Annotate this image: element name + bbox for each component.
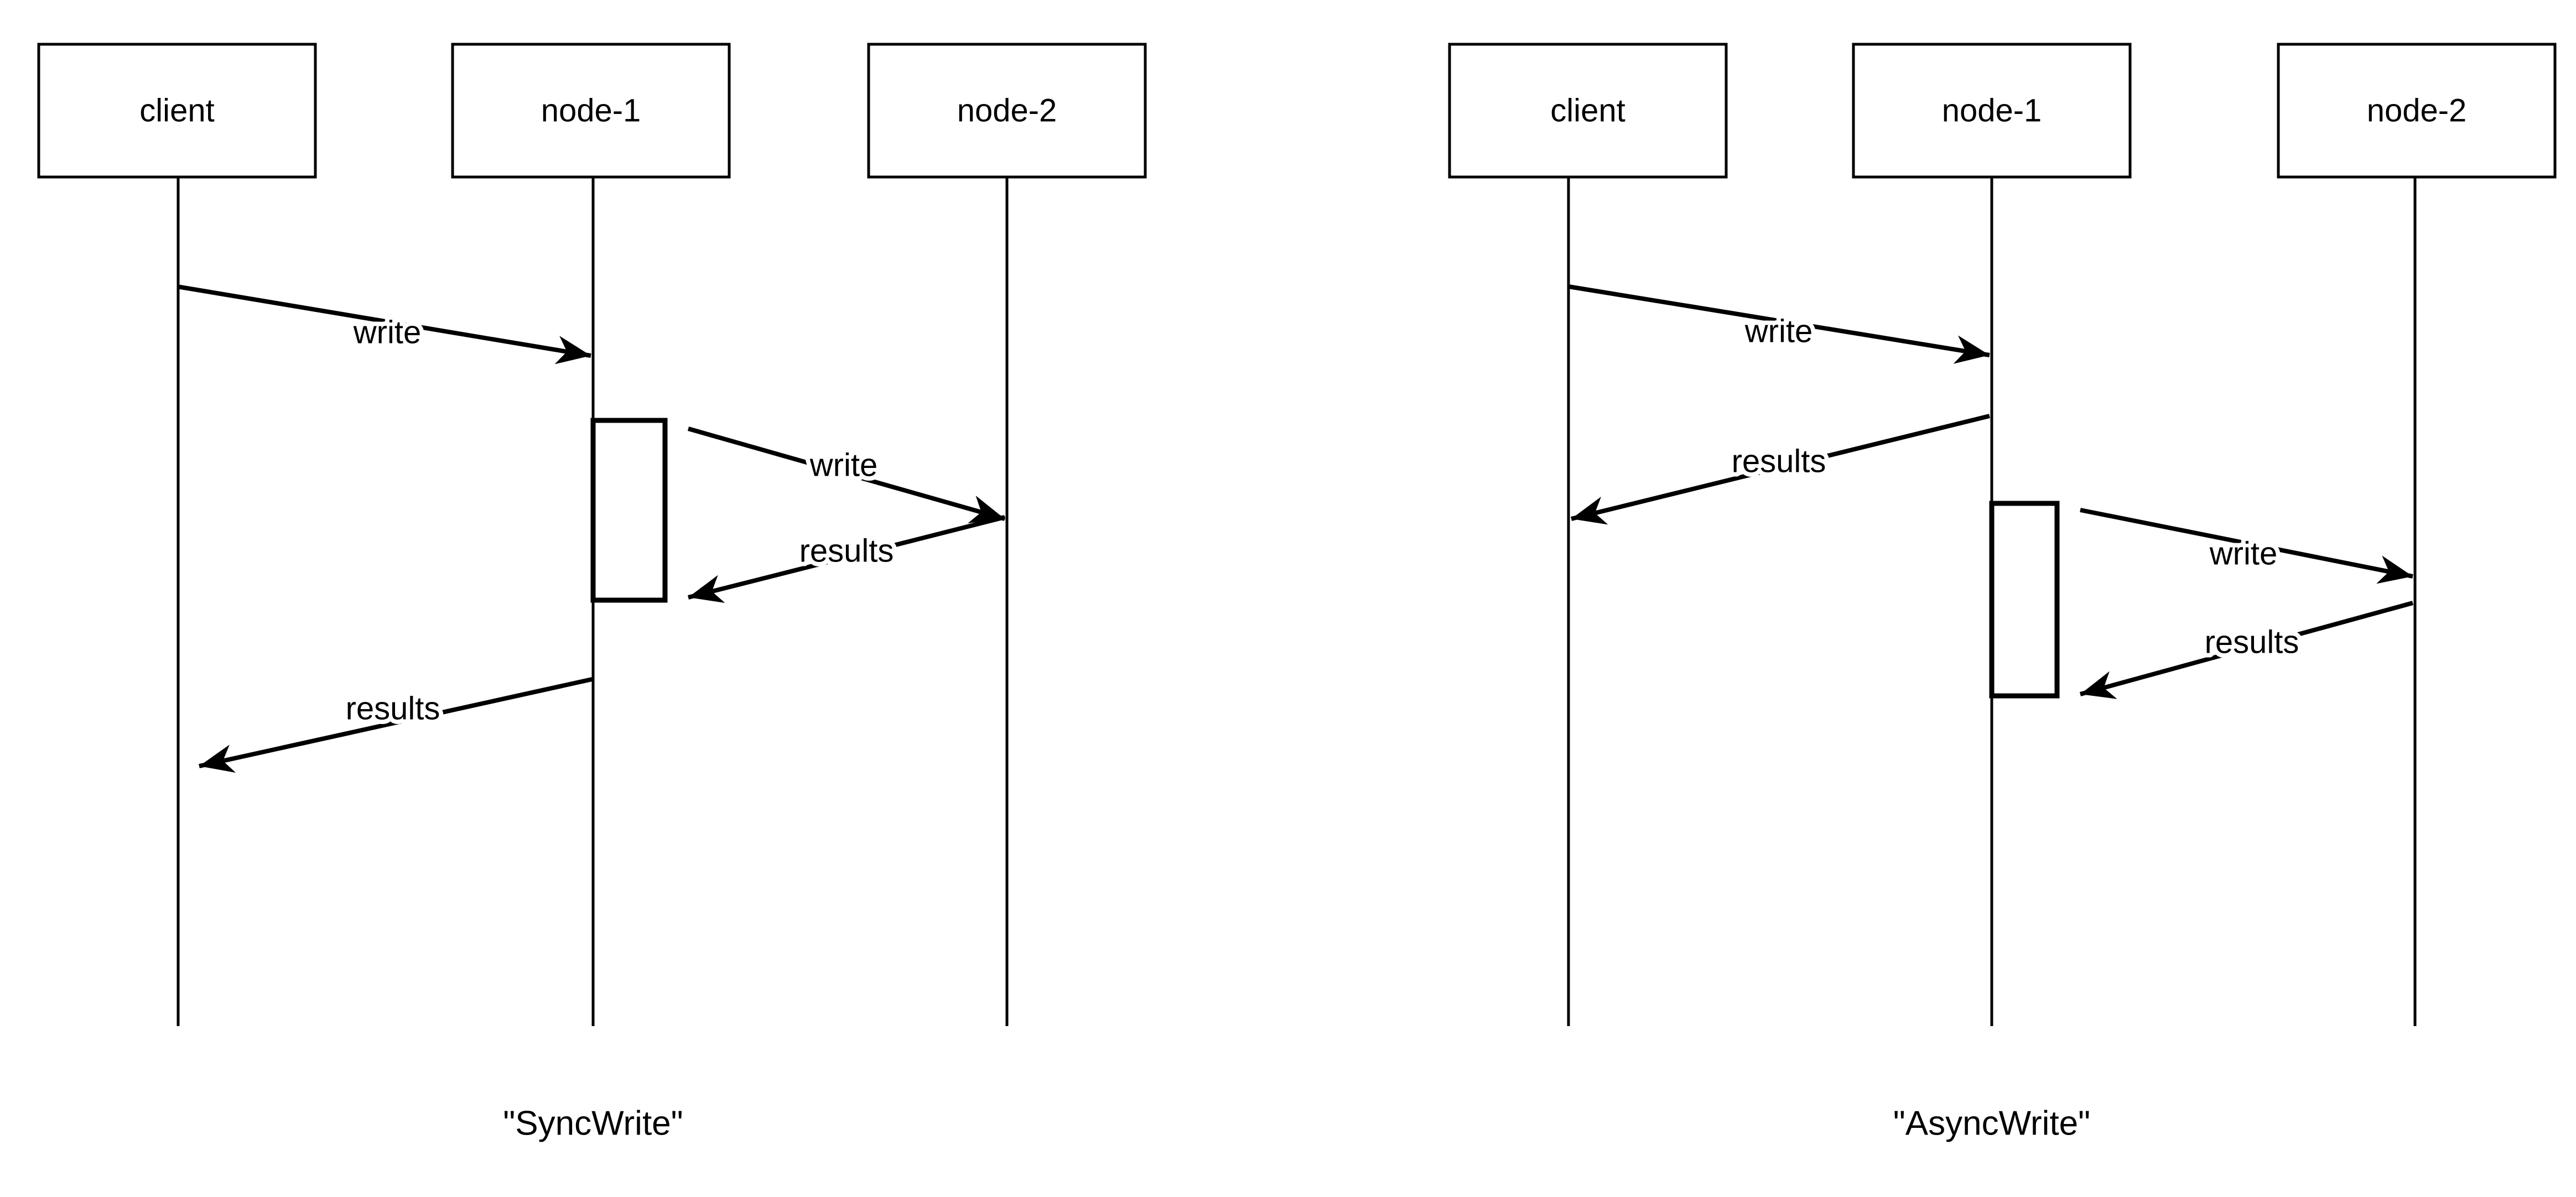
message-label-halo-0: write [1744,313,1812,349]
message-label-halo-2: results [799,533,894,569]
message-arrowhead-3 [199,745,236,773]
participant-name-client: client [1550,92,1625,128]
message-arrowhead-3 [2080,671,2117,699]
message-arrow-line-2 [2080,508,2413,579]
participant-node-1-sync-write[interactable]: node-1 [451,43,731,1026]
message-label-write-2: write [2209,535,2277,571]
message-arrowhead-2 [2376,555,2413,584]
activation-bar-node-1-0 [590,418,668,603]
participant-box-node-1[interactable] [451,43,731,179]
message-label-halo-1: write [809,447,877,483]
participant-box-node-2[interactable] [2277,43,2557,179]
participant-name-node-1: node-1 [541,92,641,128]
participant-node-2-async-write[interactable]: node-2 [2277,43,2557,1026]
message-label-write-1: write [809,447,877,483]
message-label-halo-3: results [2205,624,2299,660]
message-arrow-line-0 [1568,284,1990,357]
diagram-caption-async-write: "AsyncWrite" [1893,1104,2090,1142]
message-label-results-3: results [346,690,440,726]
participant-name-node-2: node-2 [957,92,1057,128]
message-label-write-0: write [1744,313,1812,349]
message-label-write-0: write [353,314,421,350]
participant-client-async-write[interactable]: client [1448,43,1728,1026]
participant-node-2-sync-write[interactable]: node-2 [867,43,1147,1026]
message-arrow-line-0 [176,284,591,358]
message-label-results-1: results [1732,443,1826,479]
message-label-results-3: results [2205,624,2299,660]
message-arrow-line-2 [688,515,1005,600]
message-arrowhead-0 [554,336,591,365]
participant-box-client[interactable] [1448,43,1728,179]
participant-box-client[interactable] [37,43,317,179]
message-arrowhead-0 [1953,335,1990,364]
message-arrowhead-1 [968,496,1005,523]
participant-client-sync-write[interactable]: client [37,43,317,1026]
participant-name-node-1: node-1 [1942,92,2042,128]
message-arrow-line-3 [2079,601,2414,696]
participant-name-client: client [139,92,214,128]
message-arrow-line-1 [1571,414,1990,521]
message-label-halo-0: write [353,314,421,350]
participant-name-node-2: node-2 [2367,92,2467,128]
participant-box-node-1[interactable] [1852,43,2132,179]
activation-bar-node-1-0 [1989,501,2060,699]
message-label-halo-3: results [346,690,440,726]
message-arrowhead-2 [688,575,725,603]
message-label-results-2: results [799,533,894,569]
participant-box-node-2[interactable] [867,43,1147,179]
diagram-caption-sync-write: "SyncWrite" [503,1104,683,1142]
message-label-halo-2: write [2209,535,2277,571]
message-arrow-line-3 [199,677,593,768]
message-label-halo-1: results [1732,443,1826,479]
message-arrow-line-1 [687,426,1006,521]
message-arrowhead-1 [1571,496,1608,525]
